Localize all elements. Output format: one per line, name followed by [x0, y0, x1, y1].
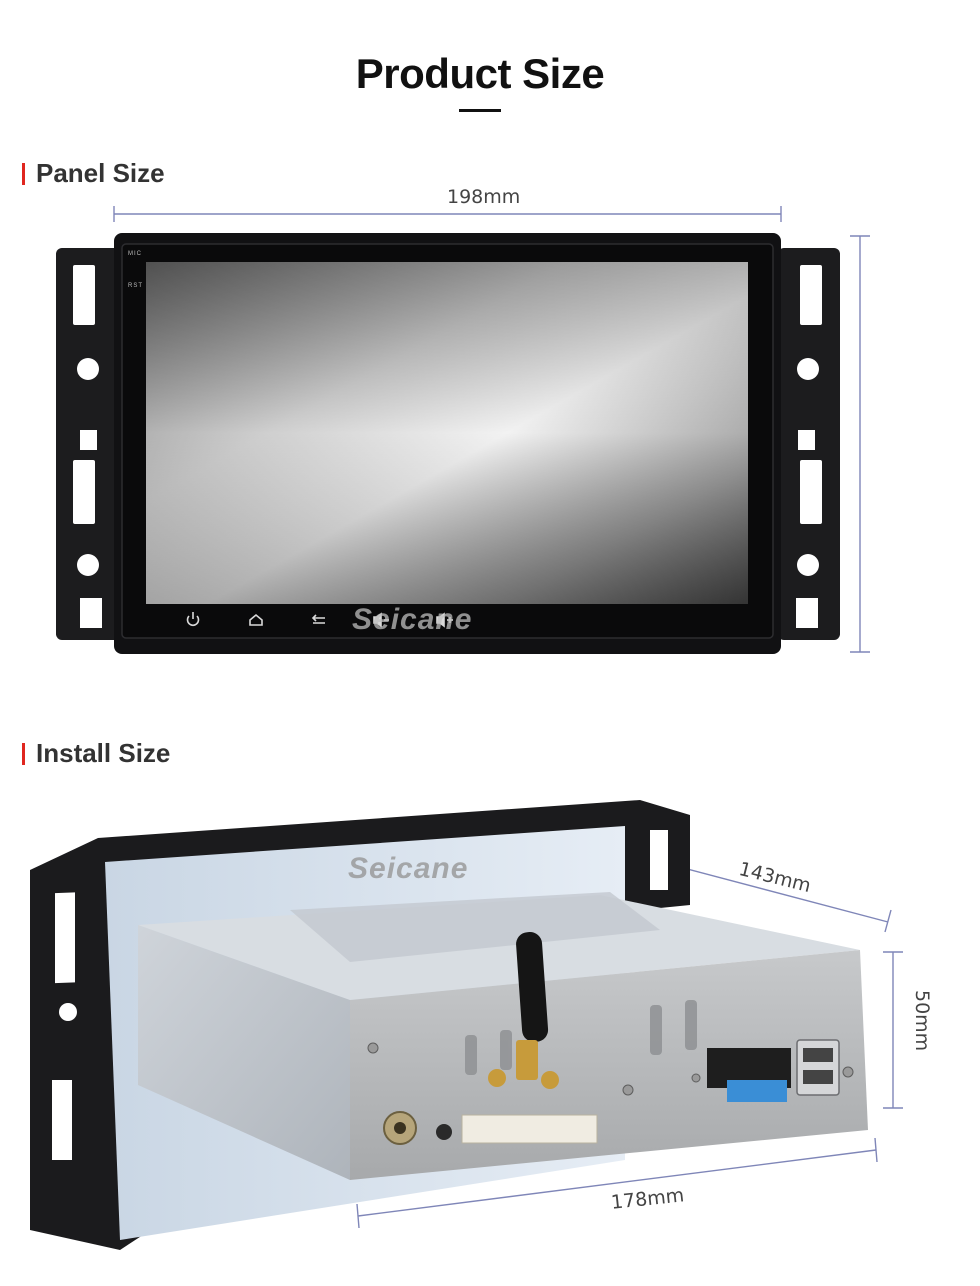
radio-antenna-port [383, 1111, 417, 1145]
home-icon [249, 613, 263, 626]
panel-width-label: 198mm [447, 186, 521, 208]
volume-up-icon [436, 612, 453, 628]
install-height-label: 50mm [911, 990, 933, 1052]
install-size-heading: Install Size [22, 738, 170, 769]
left-mounting-bracket [56, 248, 122, 640]
install-width-dimension-line [356, 1137, 878, 1229]
panel-brand-watermark: Seicane [352, 603, 473, 636]
chassis-top [138, 895, 860, 1000]
usb-ports [796, 1039, 840, 1096]
panel-size-heading: Panel Size [22, 158, 165, 189]
back-icon [311, 614, 325, 624]
main-power-connector [707, 1048, 791, 1088]
volume-down-icon [373, 612, 389, 628]
chassis-side [138, 925, 350, 1180]
install-depth-dimension-line [619, 839, 892, 933]
right-mounting-bracket [778, 248, 840, 640]
install-depth-label: 143mm [736, 858, 814, 898]
install-brand-watermark: Seicane [348, 852, 469, 885]
gps-antenna [488, 932, 559, 1089]
chassis-back [350, 950, 868, 1180]
install-size-heading-text: Install Size [36, 738, 171, 768]
panel-width-dimension-line [113, 206, 782, 222]
wire-harness-connector [461, 1114, 598, 1144]
power-icon [186, 612, 200, 627]
heading-accent-bar [22, 162, 25, 185]
page-title: Product Size [355, 50, 605, 97]
nav-icons [186, 612, 453, 628]
blue-fuse [727, 1080, 787, 1102]
heading-accent-bar [22, 742, 25, 765]
rst-label: RST [128, 283, 143, 289]
mic-label: MIC [128, 251, 142, 257]
panel-height-dimension-line [850, 235, 870, 653]
install-width-label: 178mm [610, 1184, 686, 1214]
panel-device-illustration [56, 206, 870, 654]
title-underline [459, 109, 501, 112]
panel-size-heading-text: Panel Size [36, 158, 165, 188]
install-height-dimension-line [883, 951, 903, 1109]
